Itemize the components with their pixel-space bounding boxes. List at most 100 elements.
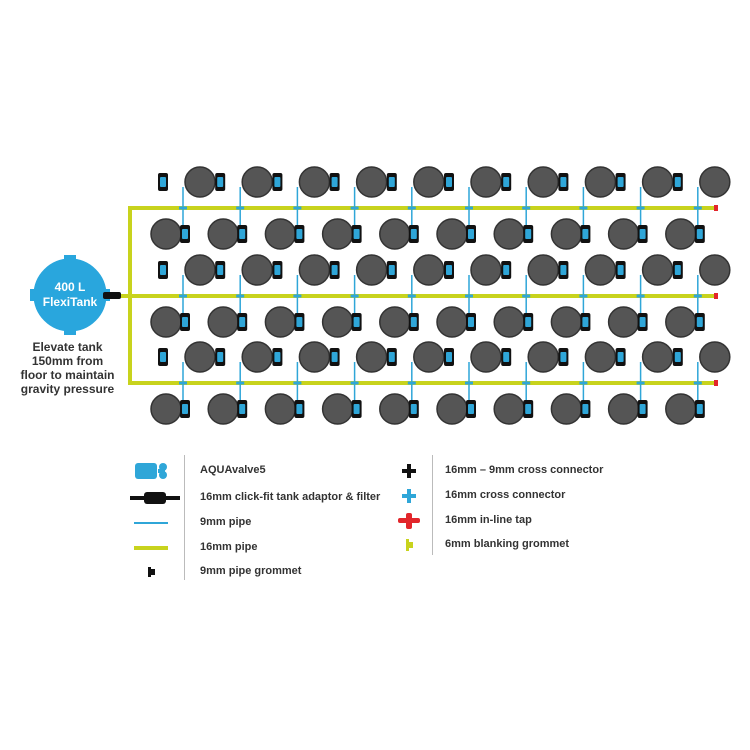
pot bbox=[241, 341, 273, 373]
tank-name: FlexiTank bbox=[43, 295, 98, 309]
end-tap bbox=[714, 293, 718, 299]
tank-note-line: floor to maintain bbox=[20, 368, 115, 382]
cross-connector bbox=[693, 294, 702, 298]
aquavalve bbox=[639, 317, 646, 327]
pot bbox=[321, 393, 354, 425]
pot bbox=[241, 166, 273, 198]
cross-connector bbox=[407, 206, 416, 210]
pot bbox=[321, 306, 354, 338]
aquavalve bbox=[446, 352, 452, 362]
aquavalve bbox=[582, 317, 589, 327]
legend-divider-left bbox=[184, 455, 185, 580]
pot bbox=[665, 218, 697, 250]
pot bbox=[470, 166, 502, 198]
aquavalve bbox=[274, 265, 281, 275]
pipe-network bbox=[121, 187, 718, 405]
pot bbox=[470, 341, 502, 373]
inline-tap-icon bbox=[398, 513, 420, 529]
aquavalve bbox=[525, 317, 532, 327]
aquavalve bbox=[388, 177, 395, 187]
pot bbox=[264, 393, 297, 425]
cross-connector bbox=[522, 206, 531, 210]
pot bbox=[641, 341, 674, 373]
aquavalve bbox=[525, 404, 532, 414]
aquavalve bbox=[410, 229, 417, 239]
aquavalve bbox=[353, 229, 360, 239]
cross-connector bbox=[236, 381, 245, 385]
tank-elevation-note: Elevate tank 150mm from floor to maintai… bbox=[10, 340, 125, 396]
pot bbox=[584, 254, 617, 286]
aquavalve bbox=[182, 317, 188, 327]
pot bbox=[436, 306, 468, 338]
cross-connector bbox=[693, 381, 702, 385]
pot bbox=[607, 218, 640, 250]
aquavalve bbox=[468, 317, 474, 327]
pot bbox=[264, 306, 297, 338]
pot bbox=[699, 254, 731, 286]
cross-connector bbox=[236, 294, 245, 298]
legend-label: 16mm in-line tap bbox=[445, 514, 532, 526]
cross-connector bbox=[465, 381, 473, 385]
legend-label: 16mm click-fit tank adaptor & filter bbox=[200, 491, 381, 503]
aquavalve bbox=[217, 177, 224, 187]
pot bbox=[436, 393, 468, 425]
aquavalve bbox=[160, 265, 166, 275]
legend-label: 9mm pipe grommet bbox=[200, 565, 302, 577]
aquavalve bbox=[182, 404, 188, 414]
tank-adaptor-filter bbox=[103, 292, 121, 299]
pot bbox=[207, 218, 239, 250]
end-tap bbox=[714, 380, 718, 386]
pot bbox=[207, 393, 239, 425]
aquavalve bbox=[274, 177, 281, 187]
pot bbox=[184, 341, 216, 373]
pot bbox=[436, 218, 468, 250]
main-pipe bbox=[130, 294, 716, 298]
pot bbox=[321, 218, 354, 250]
cross-connector-blue-icon bbox=[402, 489, 416, 503]
cross-connector bbox=[350, 294, 359, 298]
pot bbox=[699, 341, 731, 373]
aquavalve bbox=[296, 317, 303, 327]
pot bbox=[355, 341, 388, 373]
aquavalve bbox=[182, 229, 188, 239]
cross-connector bbox=[465, 294, 473, 298]
pot bbox=[665, 306, 697, 338]
cross-connector bbox=[293, 206, 302, 210]
aquavalve bbox=[503, 352, 510, 362]
legend-label: 16mm pipe bbox=[200, 541, 258, 553]
aquavalve bbox=[639, 404, 646, 414]
aquavalve bbox=[468, 404, 474, 414]
aquavalve bbox=[160, 352, 166, 362]
aquavalve bbox=[617, 265, 624, 275]
cross-connector-black-icon bbox=[402, 464, 416, 478]
aquavalve bbox=[560, 352, 567, 362]
cross-connector bbox=[465, 206, 473, 210]
aquavalve bbox=[560, 177, 567, 187]
aquavalve bbox=[696, 317, 703, 327]
pot bbox=[241, 254, 273, 286]
pot bbox=[413, 166, 445, 198]
cross-connector bbox=[350, 381, 359, 385]
main-pipe bbox=[130, 206, 716, 210]
cross-connector bbox=[579, 206, 588, 210]
pot bbox=[584, 166, 617, 198]
pot bbox=[607, 393, 640, 425]
cross-connector bbox=[579, 294, 588, 298]
aquavalve bbox=[239, 317, 246, 327]
aquavalve bbox=[410, 317, 417, 327]
aquavalve bbox=[296, 229, 303, 239]
cross-connector bbox=[179, 381, 187, 385]
legend-label: AQUAvalve5 bbox=[200, 464, 266, 476]
tank-adaptor-filter-icon bbox=[130, 492, 180, 504]
aquavalve bbox=[388, 265, 395, 275]
main-pipe-feed bbox=[121, 294, 130, 298]
pot bbox=[150, 218, 182, 250]
pot bbox=[550, 393, 583, 425]
16mm-pipe-icon bbox=[134, 546, 168, 550]
main-pipe bbox=[130, 381, 716, 385]
aquavalve-icon bbox=[135, 463, 167, 479]
pot bbox=[298, 166, 331, 198]
tank-capacity: 400 L bbox=[55, 280, 86, 294]
pot bbox=[298, 341, 331, 373]
